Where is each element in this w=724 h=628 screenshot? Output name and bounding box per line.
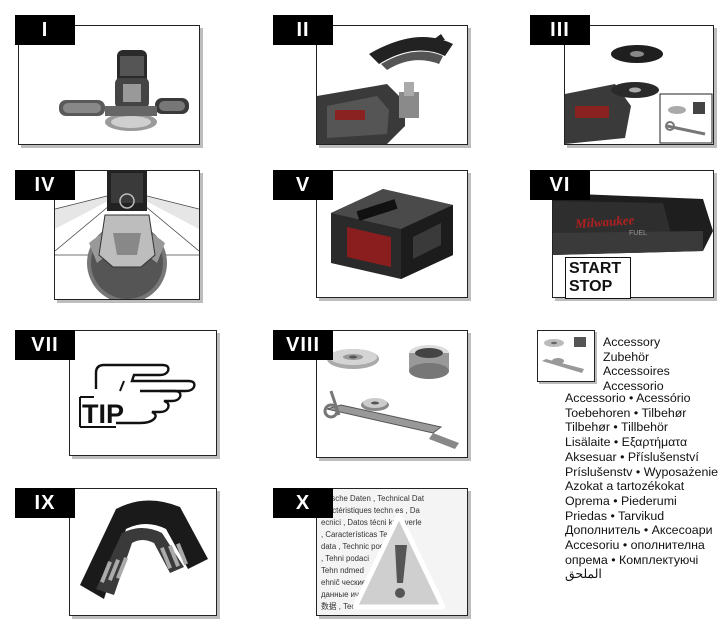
accessory-line: Toebehoren • Tilbehør (565, 405, 687, 420)
guard-mount-illustration (317, 26, 467, 144)
accessory-line: Дополнитель • Аксесоари (565, 523, 713, 538)
accessory-header-line: Zubehör (603, 349, 650, 364)
panel-iii-tab: III (530, 15, 590, 45)
panel-i: I (15, 15, 201, 145)
angle-grinder-top-illustration (19, 26, 199, 144)
panel-iv: IV (15, 170, 201, 300)
panel-i-tab: I (15, 15, 75, 45)
panel-vi-tab: VI (530, 170, 590, 200)
panel-ix-tab: IX (15, 488, 75, 518)
accessory-thumbnail-icon (538, 331, 594, 381)
panel-ii-tab: II (273, 15, 333, 45)
tech-data-line: ehnič ческие (321, 578, 367, 587)
accessory-line: Tilbehør • Tillbehör (565, 420, 669, 435)
panel-iv-tab: IV (15, 170, 75, 200)
panel-vii-frame: TIP (69, 330, 217, 456)
panel-x: hnische Daten , Technical Dat aractérist… (273, 488, 468, 618)
accessory-line: опрема • Комплектуючі (565, 552, 699, 567)
accessory-line: Priedas • Tarvikud (565, 508, 665, 523)
tech-data-line: data , Technic podat (321, 542, 391, 551)
accessory-header-line: Accessory (603, 335, 661, 349)
accessory-line: Azokat a tartozékokat (565, 479, 685, 494)
accessory-line: الملحق (565, 567, 602, 582)
start-text: START (569, 260, 622, 277)
tech-data-line: данные ические (321, 590, 380, 599)
accessory-line: Príslušenstv • Wyposażenie (565, 464, 718, 479)
accessory-line: Oprema • Piederumi (565, 493, 677, 508)
panel-ii: II (273, 15, 468, 145)
accessory-line: Accesoriu • ополнителна (565, 538, 705, 553)
accessory-box-frame (537, 330, 595, 382)
accessory-line: Aksesuar • Příslušenství (565, 449, 699, 464)
guard-cover-illustration (70, 489, 216, 615)
panel-vii-tab: VII (15, 330, 75, 360)
panel-v: V (273, 170, 468, 300)
tech-data-line: , Tehni podaci (321, 554, 369, 563)
panel-x-frame: hnische Daten , Technical Dat aractérist… (316, 488, 468, 616)
panel-v-frame (316, 170, 468, 298)
panel-viii-tab: VIII (273, 330, 333, 360)
panel-iii: III (530, 15, 724, 145)
fuel-logo: FUEL (629, 230, 647, 237)
disc-mount-illustration (565, 26, 713, 144)
guard-angle-illustration (55, 171, 199, 299)
warning-triangle-icon (352, 512, 446, 610)
panel-viii: VIII (273, 330, 468, 460)
tech-data-line: , Características Technick (321, 530, 410, 539)
stop-text: STOP (569, 278, 613, 295)
accessory-header: Accessory Zubehör Accessoires Accessorio (603, 335, 670, 393)
panel-v-tab: V (273, 170, 333, 200)
tech-data-line: aractéristiques techn es , Da (321, 506, 420, 515)
panel-ii-frame (316, 25, 468, 145)
accessory-translations: Accessorio • Acessório Toebehoren • Tilb… (565, 391, 718, 582)
tech-data-line: ecnici , Datos técni knik verle (321, 518, 422, 527)
panel-ix-frame (69, 488, 217, 616)
accessory-header-line: Accessoires (603, 364, 670, 378)
tip-hand-illustration: TIP (70, 331, 216, 455)
tip-text: TIP (82, 399, 124, 429)
panel-ix: IX (15, 488, 217, 618)
accessory-line: Accessorio • Acessório (565, 391, 691, 405)
panel-vii: TIP VII (15, 330, 217, 460)
panel-x-tab: X (273, 488, 333, 518)
tech-data-line: Tehn ndmed (321, 566, 364, 575)
start-stop-label: START STOP (565, 257, 631, 299)
panel-viii-frame (316, 330, 468, 458)
accessory-line: Lisälaite • Εξαρτήματα (565, 435, 688, 450)
brand-logo: Milwaukee (574, 212, 635, 231)
accessory-box (537, 330, 595, 382)
panel-i-frame (18, 25, 200, 145)
panel-iv-frame (54, 170, 200, 300)
battery-pack-illustration (317, 171, 467, 297)
panel-iii-frame (564, 25, 714, 145)
accessories-illustration (317, 331, 467, 457)
accessory-header-line: Accessorio (603, 378, 664, 393)
tech-data-line: hnische Daten , Technical Dat (321, 494, 425, 503)
